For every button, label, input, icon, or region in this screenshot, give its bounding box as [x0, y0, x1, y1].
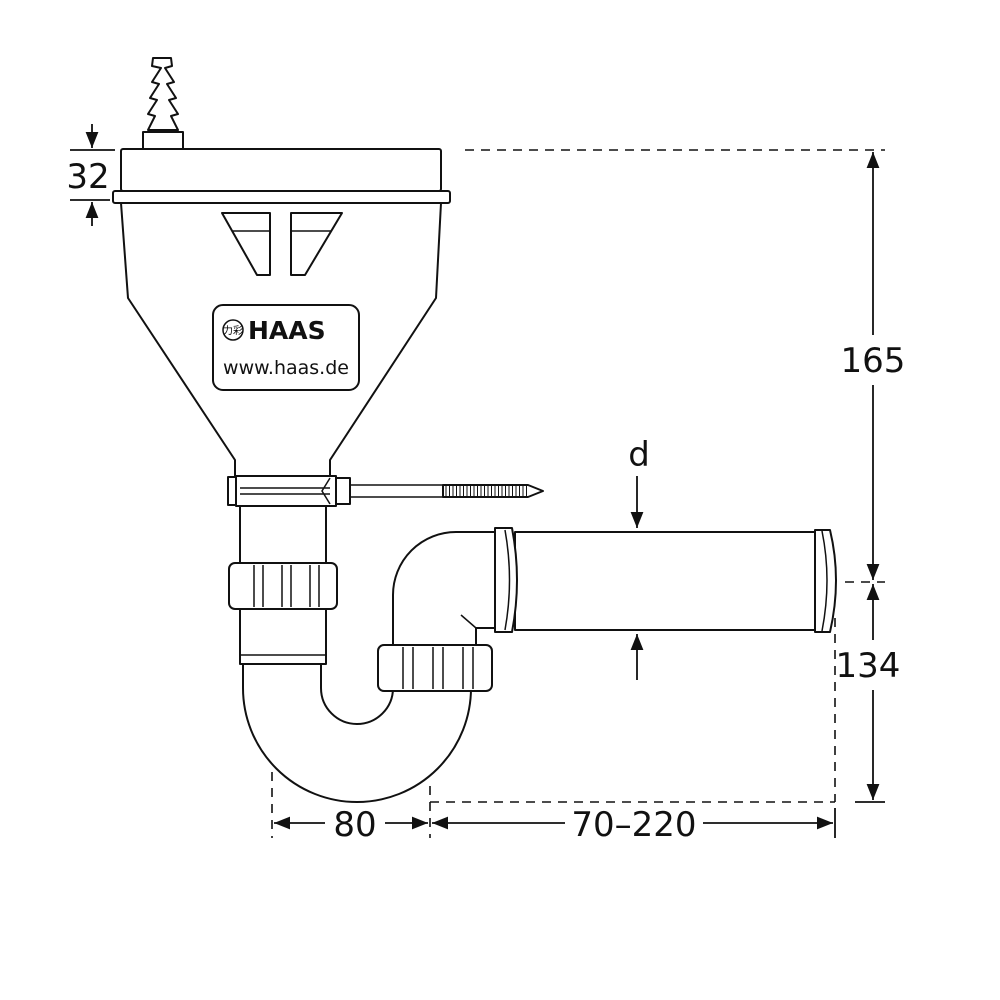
- dimension-label-70-220: 70–220: [571, 805, 696, 845]
- dimension-label-134: 134: [836, 646, 901, 686]
- hose-nozzle: [142, 57, 184, 150]
- dimension-label-80: 80: [333, 805, 376, 845]
- elbow: [392, 531, 501, 649]
- dimension-label-d: d: [628, 435, 650, 475]
- wall-clamp: [227, 475, 544, 507]
- brand-url: www.haas.de: [223, 357, 349, 379]
- union-nut-upper: [228, 562, 338, 610]
- dimension-label-165: 165: [841, 341, 906, 381]
- brand-name: HAAS: [248, 316, 326, 345]
- dimension-lid-height: 32: [66, 124, 115, 226]
- union-nut-lower: [377, 644, 493, 692]
- brand-label: 力彩 HAAS www.haas.de: [212, 304, 360, 391]
- dimension-heights: 165 134: [465, 149, 906, 803]
- dimension-diameter: d: [628, 435, 650, 680]
- dimension-label-32: 32: [66, 157, 109, 197]
- brand-emblem-text: 力彩: [223, 324, 243, 337]
- brand-emblem-icon: [222, 319, 244, 341]
- outlet-pipe: [494, 527, 837, 633]
- dimension-widths: 80 70–220: [271, 618, 836, 845]
